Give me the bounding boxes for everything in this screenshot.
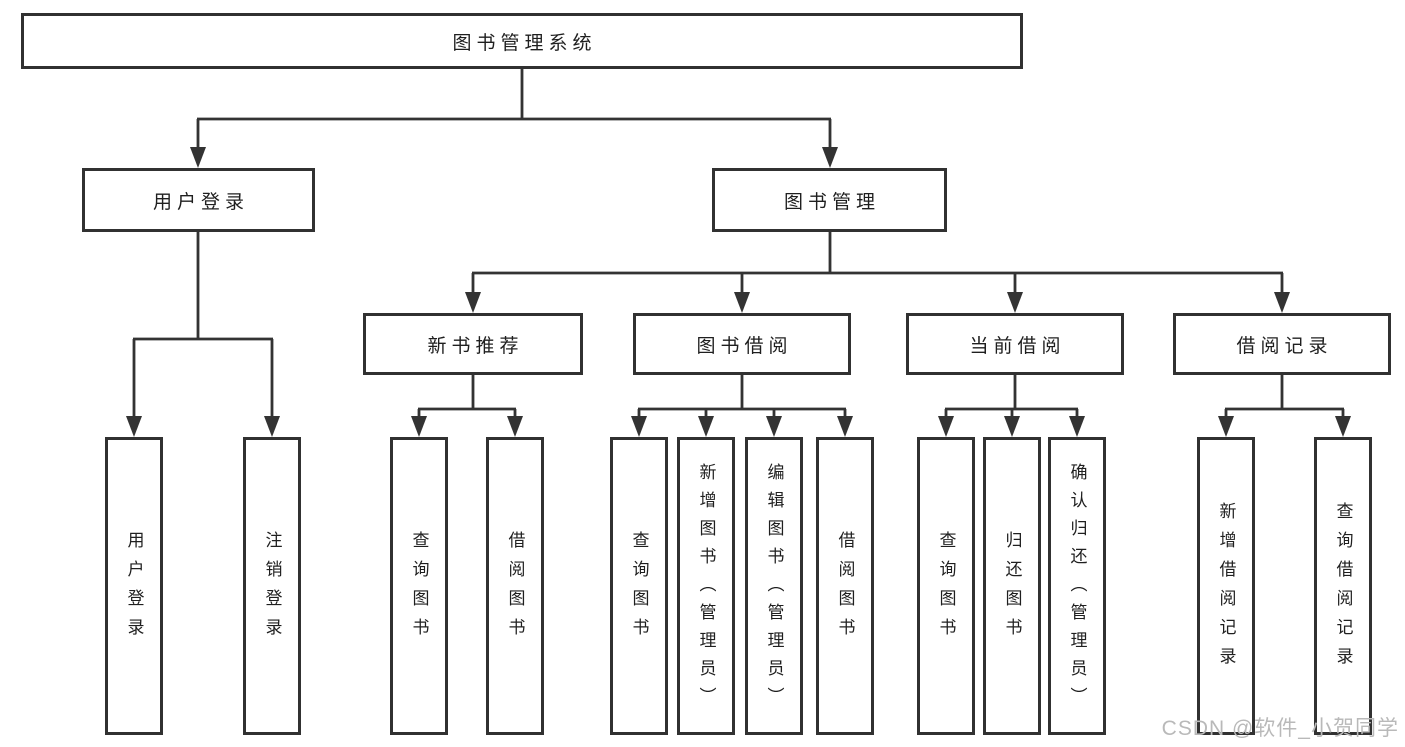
leaf-query-books-current: 查询图书 xyxy=(917,437,975,735)
arrow-down-icon xyxy=(1218,416,1234,437)
arrow-down-icon xyxy=(126,416,142,437)
arrow-down-icon xyxy=(698,416,714,437)
arrow-down-icon xyxy=(1274,292,1290,313)
arrow-down-icon xyxy=(837,416,853,437)
leaf-borrow-books-recommend: 借阅图书 xyxy=(486,437,544,735)
node-book-borrowing: 图书借阅 xyxy=(633,313,851,375)
leaf-query-borrow-record: 查询借阅记录 xyxy=(1314,437,1372,735)
connector-records-to-leaves xyxy=(1224,375,1345,421)
node-current-borrowing: 当前借阅 xyxy=(906,313,1124,375)
node-book-management: 图书管理 xyxy=(712,168,947,232)
arrow-down-icon xyxy=(411,416,427,437)
node-borrowing-records: 借阅记录 xyxy=(1173,313,1391,375)
arrow-down-icon xyxy=(1069,416,1085,437)
leaf-edit-books-admin: 编辑图书（管理员） xyxy=(745,437,803,735)
connector-bookmgmt-to-level3 xyxy=(471,232,1284,297)
leaf-user-login: 用户登录 xyxy=(105,437,163,735)
node-new-book-recommend: 新书推荐 xyxy=(363,313,583,375)
connector-recommend-to-leaves xyxy=(417,375,517,421)
leaf-query-books-recommend: 查询图书 xyxy=(390,437,448,735)
arrow-down-icon xyxy=(507,416,523,437)
connector-userlogin-to-leaves xyxy=(132,232,274,421)
arrow-down-icon xyxy=(938,416,954,437)
arrow-down-icon xyxy=(264,416,280,437)
leaf-add-books-admin: 新增图书（管理员） xyxy=(677,437,735,735)
arrow-down-icon xyxy=(631,416,647,437)
node-library-management-system: 图书管理系统 xyxy=(21,13,1023,69)
connector-current-to-leaves xyxy=(944,375,1079,421)
leaf-query-books-borrow: 查询图书 xyxy=(610,437,668,735)
arrow-down-icon xyxy=(1004,416,1020,437)
arrow-down-icon xyxy=(766,416,782,437)
arrow-down-icon xyxy=(465,292,481,313)
arrow-down-icon xyxy=(190,147,206,168)
node-user-login: 用户登录 xyxy=(82,168,315,232)
arrow-down-icon xyxy=(1335,416,1351,437)
arrow-down-icon xyxy=(1007,292,1023,313)
leaf-borrow-books-borrow: 借阅图书 xyxy=(816,437,874,735)
leaf-add-borrow-record: 新增借阅记录 xyxy=(1197,437,1255,735)
leaf-return-books: 归还图书 xyxy=(983,437,1041,735)
arrow-down-icon xyxy=(822,147,838,168)
connector-borrow-to-leaves xyxy=(637,375,847,421)
connector-root-to-level2 xyxy=(196,69,832,152)
leaf-confirm-return-admin: 确认归还（管理员） xyxy=(1048,437,1106,735)
csdn-watermark: CSDN @软件_小贺同学 xyxy=(1161,717,1399,740)
leaf-logout: 注销登录 xyxy=(243,437,301,735)
arrow-down-icon xyxy=(734,292,750,313)
arrowheads xyxy=(126,147,1351,437)
